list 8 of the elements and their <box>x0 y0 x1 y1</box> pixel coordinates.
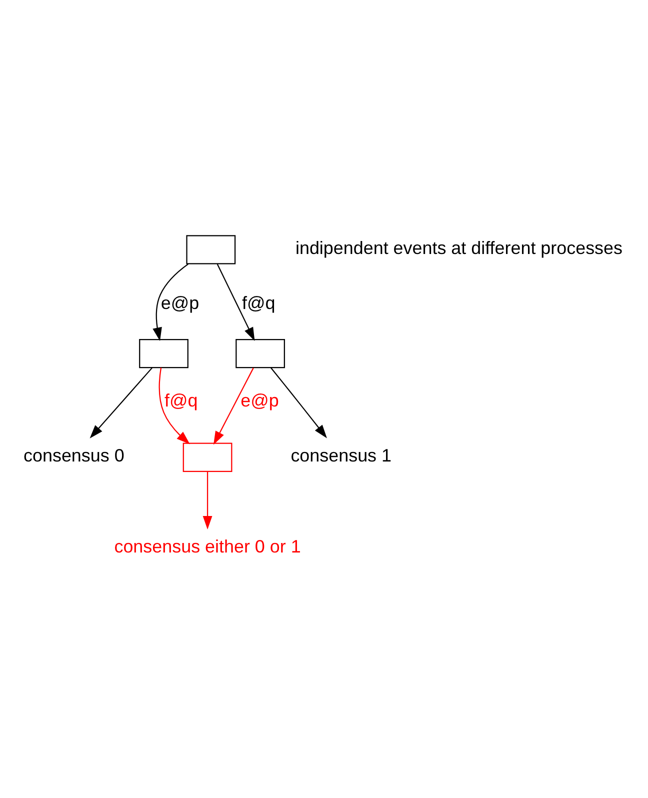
node-text: consensus 0 <box>24 446 124 466</box>
label: indipendent events at different processes <box>295 238 623 258</box>
edge-label: f@q <box>242 292 276 313</box>
edge-label: f@q <box>164 390 198 411</box>
edge-label: e@p <box>240 390 279 411</box>
node-text: consensus 1 <box>290 446 392 466</box>
node-text: consensus either 0 or 1 <box>114 536 301 557</box>
edge-label: e@p <box>160 292 200 313</box>
